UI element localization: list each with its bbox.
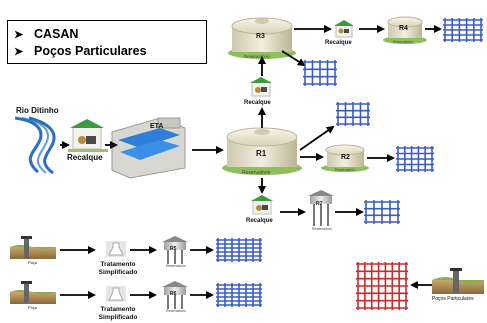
- tratamento-2-label: Tratamento Simplificado: [98, 306, 138, 321]
- recalque-main-label: Recalque: [67, 153, 103, 162]
- pump-station-r7-icon: [251, 195, 273, 215]
- r6-label: R6: [170, 291, 177, 297]
- r4-sub-label: Reservatório: [393, 40, 413, 44]
- network-r6-icon: [216, 283, 262, 307]
- flask-icon: [106, 286, 126, 302]
- network-r3-icon: [303, 60, 337, 86]
- r5-sub-label: Reservatório: [166, 264, 186, 268]
- poco-1-label: Poço: [28, 260, 38, 265]
- elevated-tank-r6-icon: [162, 281, 188, 309]
- poco-2-label: Poço: [28, 305, 38, 310]
- well-icon: [10, 281, 56, 304]
- legend-item-pocos-particulares: ➤ Poços Particulares: [14, 44, 147, 58]
- well-icon: [10, 236, 56, 259]
- r7-sub-label: Reservatório: [312, 227, 332, 231]
- r7-label: R7: [316, 201, 323, 207]
- network-r4-icon: [443, 18, 483, 42]
- network-r7-icon: [364, 200, 400, 224]
- r5-label: R5: [170, 246, 177, 252]
- arrow-bullet-icon: ➤: [14, 45, 24, 58]
- flow-arrows: [60, 25, 442, 299]
- r1-label: R1: [256, 149, 267, 158]
- eta-label: ETA: [150, 123, 164, 130]
- tratamento-1-label: Tratamento Simplificado: [98, 261, 138, 276]
- network-r5-icon: [216, 238, 262, 262]
- r1-sub-label: Reservatório: [242, 170, 271, 176]
- river-icon: [14, 116, 56, 175]
- r6-sub-label: Reservatório: [166, 309, 186, 313]
- river-label: Rio Ditinho: [16, 106, 59, 115]
- recalque-r7-label: Recalque: [246, 218, 273, 224]
- network-r2-icon: [396, 146, 434, 172]
- recalque-r4-label: Recalque: [325, 40, 352, 46]
- reservoir-r4-icon: [383, 16, 427, 44]
- pump-station-main-icon: [68, 119, 108, 152]
- eta-treatment-plant-icon: [111, 117, 186, 179]
- pocos-particulares-label: Poços Particulares: [432, 296, 474, 302]
- arrow-bullet-icon: ➤: [14, 28, 24, 41]
- private-well-icon: [432, 268, 484, 294]
- pump-station-r4-icon: [334, 20, 354, 38]
- reservoir-r3-icon: [228, 17, 296, 59]
- r4-label: R4: [399, 25, 408, 32]
- legend-label: CASAN: [34, 27, 79, 41]
- r3-sub-label: Reservatório: [244, 54, 270, 59]
- r2-label: R2: [341, 154, 350, 161]
- flask-icon: [106, 241, 126, 257]
- legend-item-casan: ➤ CASAN: [14, 27, 78, 41]
- private-network-icon: [356, 262, 408, 310]
- elevated-tank-r5-icon: [162, 236, 188, 264]
- reservoir-r2-icon: [321, 144, 369, 172]
- r3-label: R3: [256, 33, 265, 40]
- recalque-r3-label: Recalque: [244, 100, 271, 106]
- elevated-tank-r7-icon: [308, 190, 334, 226]
- legend: [7, 20, 207, 64]
- r2-sub-label: Reservatório: [335, 168, 355, 172]
- legend-label: Poços Particulares: [34, 44, 147, 58]
- pump-station-r3-icon: [250, 77, 272, 97]
- network-r1-icon: [336, 102, 370, 126]
